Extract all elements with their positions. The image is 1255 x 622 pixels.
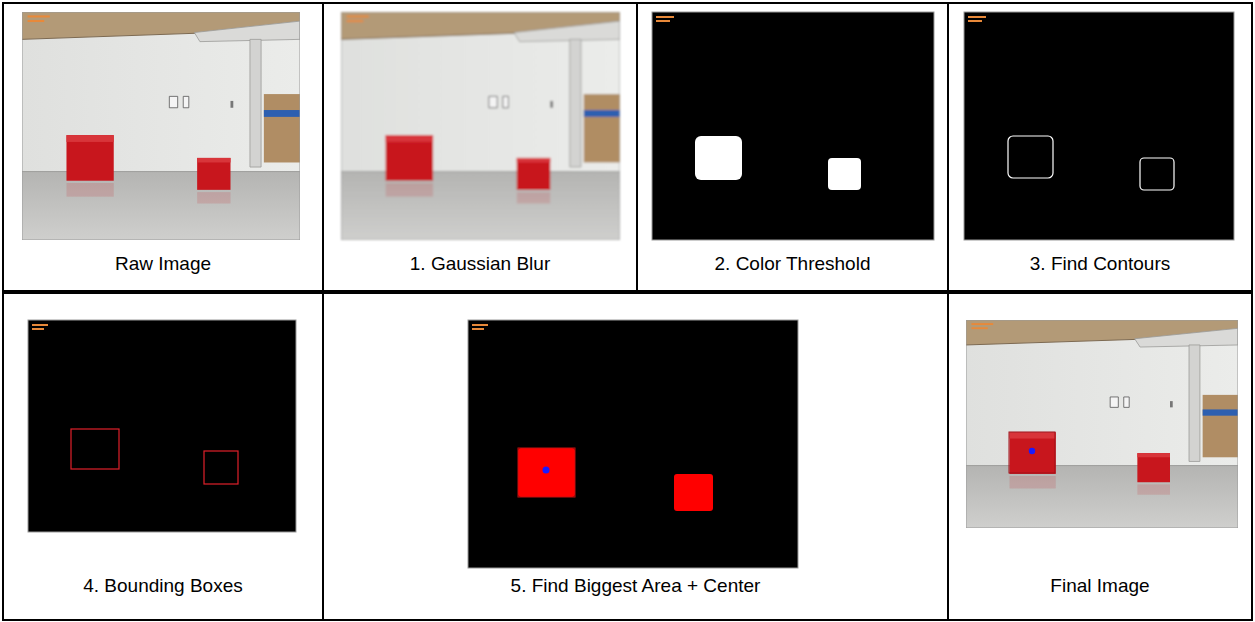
- bounding-box: [71, 429, 119, 469]
- mask-blob: [828, 158, 861, 190]
- overlay-mark: [32, 324, 48, 326]
- largest-blob: [518, 448, 575, 497]
- overlay-mark: [656, 20, 670, 22]
- center-dot: [543, 467, 550, 474]
- threshold-image: [652, 12, 934, 240]
- center-dot: [1029, 448, 1035, 454]
- overlay-mark: [472, 324, 488, 326]
- cell-caption: 3. Find Contours: [1030, 253, 1170, 275]
- contour-outline: [1008, 136, 1053, 178]
- overlay-mark: [472, 328, 484, 330]
- table-cell: 5. Find Biggest Area + Center: [322, 290, 949, 621]
- cell-caption: 2. Color Threshold: [715, 253, 871, 275]
- final-photo: [966, 320, 1238, 528]
- table-cell: 1. Gaussian Blur: [322, 2, 638, 294]
- table-cell: Raw Image: [2, 2, 324, 294]
- bounding-box: [518, 448, 575, 497]
- bbox-image: [28, 320, 296, 532]
- mask-blob: [674, 474, 713, 511]
- bounding-box: [1009, 432, 1055, 473]
- blurred-photo: [341, 12, 620, 240]
- cell-caption: 4. Bounding Boxes: [83, 575, 243, 597]
- table-cell: 3. Find Contours: [947, 2, 1253, 294]
- cell-caption: 1. Gaussian Blur: [410, 253, 550, 275]
- raw-photo: [22, 12, 300, 240]
- cell-caption: Raw Image: [115, 253, 211, 275]
- table-cell: Final Image: [947, 290, 1253, 621]
- cell-caption: 5. Find Biggest Area + Center: [511, 575, 761, 597]
- table-cell: 4. Bounding Boxes: [2, 290, 324, 621]
- bounding-box: [204, 451, 238, 484]
- overlay-mark: [32, 328, 44, 330]
- overlay-mark: [968, 16, 986, 18]
- overlay-mark: [968, 20, 982, 22]
- biggest-image: [468, 320, 798, 568]
- contour-outline: [1140, 158, 1174, 190]
- table-cell: 2. Color Threshold: [636, 2, 949, 294]
- cell-caption: Final Image: [1050, 575, 1149, 597]
- overlay-mark: [656, 16, 674, 18]
- contour-image: [964, 12, 1234, 240]
- mask-blob: [695, 136, 742, 180]
